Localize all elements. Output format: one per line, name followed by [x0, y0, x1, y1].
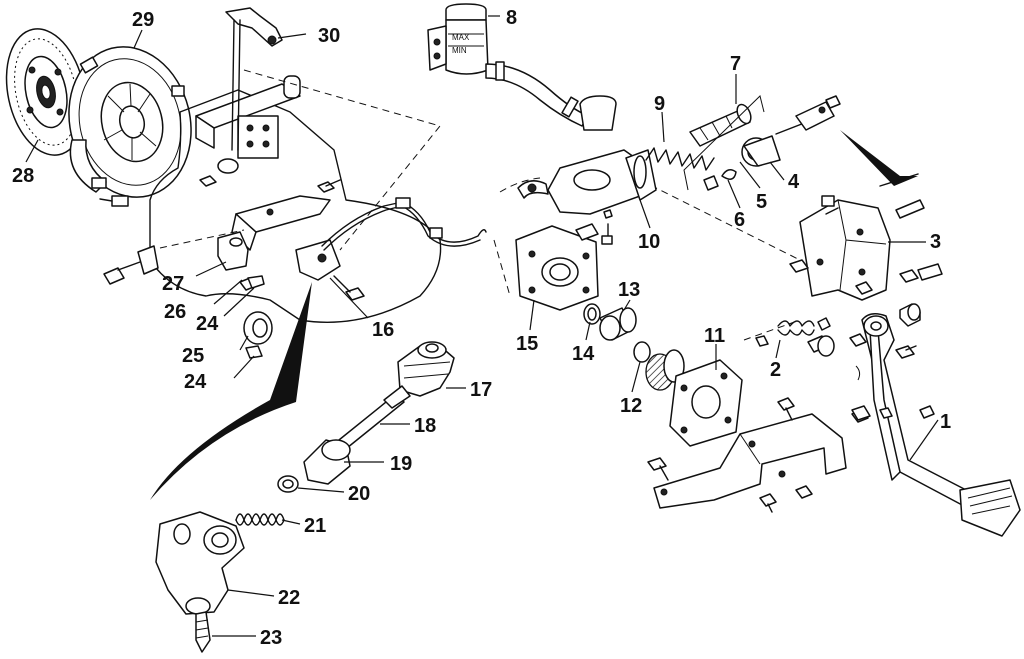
callout-11: 11	[704, 325, 725, 347]
callout-21: 21	[304, 515, 326, 537]
callout-18: 18	[414, 415, 436, 437]
callout-labels: 1 2 3 4 5 6 7 8 9 10 11 12 13 14 15 16 1…	[12, 7, 951, 649]
leader-lines	[25, 15, 939, 637]
assembly-guide-lines	[159, 69, 801, 341]
release-bearing-retainer	[103, 245, 159, 285]
return-spring	[755, 317, 835, 357]
callout-6: 6	[734, 209, 745, 231]
callout-29: 29	[132, 9, 154, 31]
callout-5: 5	[756, 191, 767, 213]
callout-3: 3	[930, 231, 941, 253]
master-cylinder-spring	[645, 147, 715, 171]
callout-16: 16	[372, 319, 394, 341]
callout-9: 9	[654, 93, 665, 115]
callout-24a: 24	[196, 313, 219, 335]
clutch-pedal	[861, 313, 1021, 537]
callout-12: 12	[620, 395, 642, 417]
slave-cylinder-body	[155, 511, 245, 615]
callout-28: 28	[12, 165, 34, 187]
bleeder-screw	[195, 611, 211, 653]
clutch-hydraulic-line	[321, 197, 487, 251]
callout-7: 7	[730, 53, 741, 75]
fork-bracket	[231, 195, 331, 251]
clutch-disc	[5, 28, 87, 156]
callout-25: 25	[182, 345, 204, 367]
housing-bolts	[199, 175, 341, 193]
callout-19: 19	[390, 453, 412, 475]
callout-1: 1	[940, 411, 951, 433]
retaining-clip	[703, 169, 737, 191]
callout-30: 30	[318, 25, 340, 47]
callout-15: 15	[516, 333, 538, 355]
release-bearing	[243, 311, 273, 359]
callout-13: 13	[618, 279, 640, 301]
dust-cover	[397, 341, 455, 397]
callout-26: 26	[164, 301, 186, 323]
bracket-bolts-upper	[789, 195, 943, 295]
dust-boot	[741, 135, 781, 167]
piston-cup	[599, 307, 637, 341]
slave-seal	[277, 475, 299, 493]
callout-14: 14	[572, 343, 595, 365]
reservoir-hose	[485, 61, 589, 127]
callout-24b: 24	[184, 371, 207, 393]
washer	[633, 341, 651, 363]
pressure-plate	[68, 46, 192, 198]
callout-8: 8	[506, 7, 517, 29]
pedal-bracket-pointer	[840, 130, 919, 187]
callout-27: 27	[162, 273, 184, 295]
master-cylinder	[517, 95, 657, 245]
pivot-bolt	[239, 275, 265, 291]
detail-view-pointer	[150, 282, 312, 500]
callout-4: 4	[788, 171, 800, 193]
callout-22: 22	[278, 587, 300, 609]
callout-10: 10	[638, 231, 660, 253]
master-cylinder-pushrod	[775, 95, 841, 135]
slave-piston	[303, 439, 351, 485]
gasket-plate	[669, 359, 743, 447]
release-bearing-clip	[217, 231, 249, 271]
pressure-plate-bolt	[99, 195, 129, 207]
pedal-mounting-bracket	[799, 199, 891, 301]
slave-spring	[235, 513, 285, 526]
filter-element	[645, 349, 685, 391]
reservoir-min-label: MIN	[452, 46, 467, 55]
seal-ring	[583, 303, 601, 325]
callout-17: 17	[470, 379, 492, 401]
clutch-housing-flange	[515, 223, 599, 311]
callout-23: 23	[260, 627, 282, 649]
callout-2: 2	[770, 359, 781, 381]
reservoir-max-label: MAX	[452, 33, 470, 42]
release-fork-lever	[217, 7, 283, 174]
fluid-reservoir: MAX MIN	[427, 3, 489, 75]
pedal-bushings	[849, 303, 935, 421]
piston-kit-bracket	[683, 95, 765, 191]
callout-20: 20	[348, 483, 370, 505]
transmission-housing	[149, 75, 442, 323]
master-cylinder-piston	[689, 103, 752, 147]
mounting-bracket	[653, 413, 847, 509]
slave-cylinder-mounted	[295, 239, 365, 301]
